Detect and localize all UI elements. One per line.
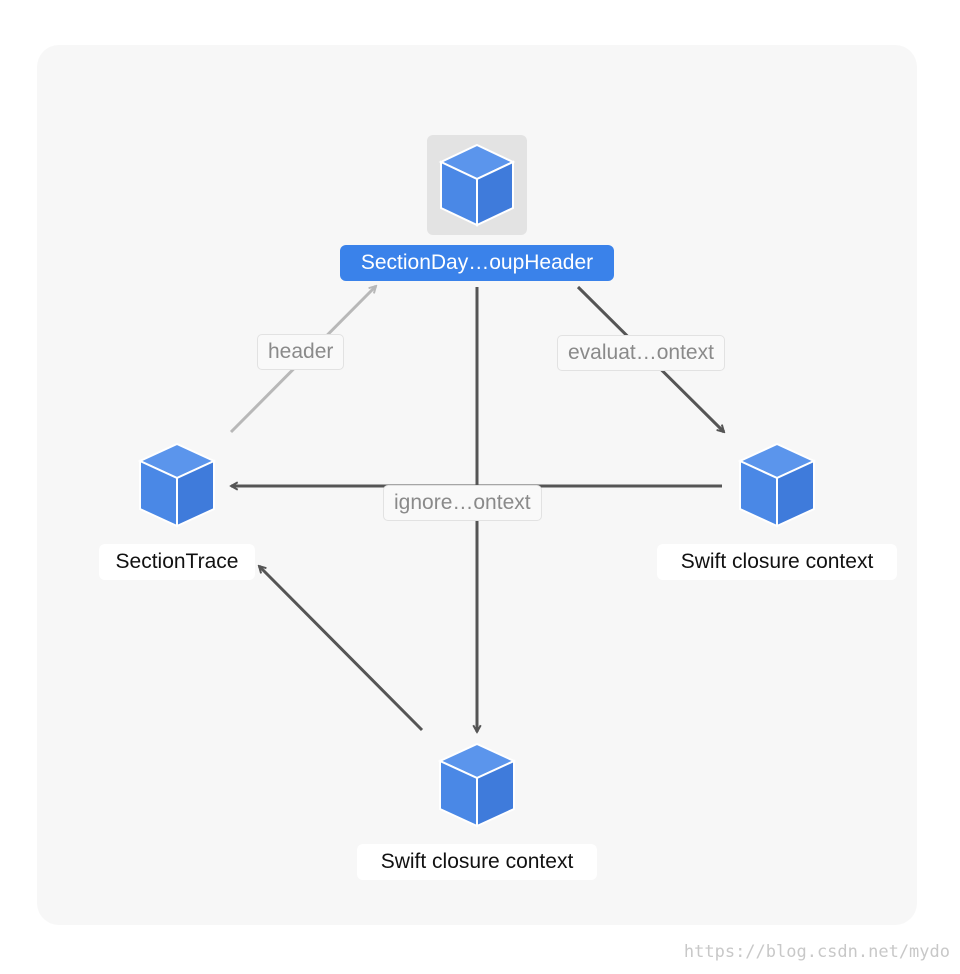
cube-icon xyxy=(437,742,517,828)
edge-ignore-context[interactable] xyxy=(231,287,479,486)
edge-label-header[interactable]: header xyxy=(257,334,345,370)
node-root-icon[interactable] xyxy=(427,135,527,235)
edge-bottom-to-left[interactable] xyxy=(259,566,424,732)
edge-label-evaluate-context[interactable]: evaluat…ontext xyxy=(557,335,725,371)
edge-label-ignore-context[interactable]: ignore…ontext xyxy=(383,485,542,521)
cube-icon xyxy=(737,442,817,528)
node-bottom-icon[interactable] xyxy=(434,741,520,829)
node-left-icon[interactable] xyxy=(134,441,220,529)
node-right-icon[interactable] xyxy=(734,441,820,529)
node-left-label[interactable]: SectionTrace xyxy=(99,544,255,580)
cube-icon xyxy=(137,442,217,528)
watermark: https://blog.csdn.net/mydo xyxy=(683,942,950,962)
node-root-label[interactable]: SectionDay…oupHeader xyxy=(340,245,614,281)
node-bottom-label[interactable]: Swift closure context xyxy=(357,844,597,880)
node-right-label[interactable]: Swift closure context xyxy=(657,544,897,580)
cube-icon xyxy=(438,143,516,227)
